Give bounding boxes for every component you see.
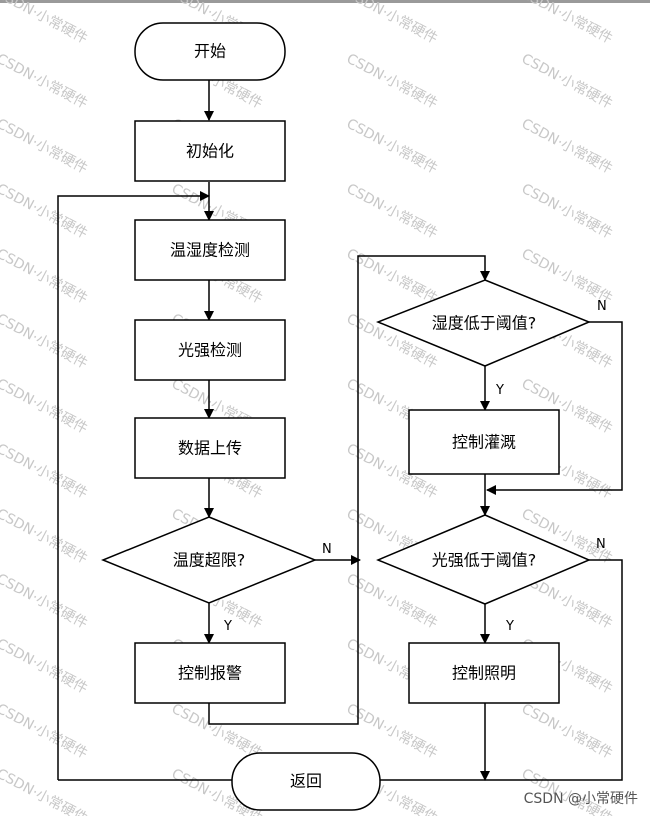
light-check-n-label: N	[596, 537, 606, 552]
light-detect-label: 光强检测	[178, 341, 242, 360]
watermark-text: CSDN·小常硬件	[0, 181, 90, 242]
watermark-text: CSDN·小常硬件	[0, 246, 90, 307]
temp-check-n-label: N	[322, 542, 332, 557]
edge-humiditycheck-n	[486, 321, 623, 495]
irrigate-label: 控制灌溉	[452, 433, 516, 452]
watermark-text: CSDN·小常硬件	[519, 0, 615, 47]
watermark-text: CSDN·小常硬件	[0, 51, 90, 112]
watermark-text: CSDN·小常硬件	[0, 441, 90, 502]
watermark-text: CSDN·小常硬件	[519, 246, 615, 307]
edge-loop-back	[57, 191, 210, 780]
lighting-box	[408, 642, 560, 704]
edges	[57, 80, 623, 781]
temp-check-diamond	[101, 516, 317, 604]
node-irrigate: 控制灌溉	[408, 409, 560, 475]
node-return: 返回	[231, 752, 381, 811]
watermark-text: CSDN·小常硬件	[519, 116, 615, 177]
watermark-text: CSDN·小常硬件	[0, 636, 90, 697]
edge-alarm-humiditycheck	[208, 255, 490, 725]
temp-check-y-label: Y	[223, 619, 232, 634]
edge-lightcheck-n	[380, 559, 623, 781]
watermark-text: CSDN·小常硬件	[0, 571, 90, 632]
light-detect-box	[134, 319, 286, 381]
watermark-text: CSDN·小常硬件	[0, 116, 90, 177]
init-box	[134, 120, 286, 182]
upload-box	[134, 417, 286, 479]
watermark-text: CSDN·小常硬件	[519, 181, 615, 242]
humidity-check-y-label: Y	[495, 383, 504, 398]
watermark-text: CSDN·小常硬件	[344, 181, 440, 242]
init-label: 初始化	[186, 142, 234, 161]
node-humidity-check: 湿度低于阈值?	[375, 279, 591, 367]
watermark-text: CSDN·小常硬件	[344, 116, 440, 177]
node-init: 初始化	[134, 120, 286, 182]
humidity-check-label: 湿度低于阈值?	[432, 314, 537, 333]
watermark-text: CSDN·小常硬件	[344, 51, 440, 112]
node-temp-humidity: 温湿度检测	[134, 219, 286, 281]
upload-label: 数据上传	[178, 439, 242, 458]
node-light-check: 光强低于阈值?	[376, 514, 591, 605]
alarm-box	[134, 642, 286, 704]
watermark-text: CSDN·小常硬件	[0, 766, 90, 816]
light-check-y-label: Y	[505, 619, 514, 634]
node-start: 开始	[134, 22, 286, 81]
alarm-label: 控制报警	[178, 664, 242, 683]
lighting-label: 控制照明	[452, 664, 516, 683]
return-label: 返回	[290, 772, 322, 791]
temp-humidity-label: 温湿度检测	[170, 241, 250, 260]
watermark-text: CSDN·小常硬件	[0, 376, 90, 437]
watermark-text: CSDN·小常硬件	[0, 311, 90, 372]
watermark-text: CSDN·小常硬件	[0, 701, 90, 762]
node-lighting: 控制照明	[408, 642, 560, 704]
temp-humidity-box	[134, 219, 286, 281]
node-alarm: 控制报警	[134, 642, 286, 704]
credit-text: CSDN @小常硬件	[524, 791, 638, 807]
return-terminal	[231, 752, 381, 811]
irrigate-box	[408, 409, 560, 475]
light-check-diamond	[376, 514, 591, 605]
node-temp-check: 温度超限?	[101, 516, 317, 604]
humidity-check-n-label: N	[597, 299, 607, 314]
humidity-check-diamond	[375, 279, 591, 367]
light-check-label: 光强低于阈值?	[432, 551, 537, 570]
node-light-detect: 光强检测	[134, 319, 286, 381]
watermark-text: CSDN·小常硬件	[0, 506, 90, 567]
watermark-text: CSDN·小常硬件	[0, 0, 90, 47]
watermark-text: CSDN·小常硬件	[344, 0, 440, 47]
temp-check-label: 温度超限?	[173, 551, 246, 570]
watermark-text: CSDN·小常硬件	[519, 51, 615, 112]
node-upload: 数据上传	[134, 417, 286, 479]
top-border	[0, 0, 650, 3]
watermark-text: CSDN·小常硬件	[519, 701, 615, 762]
start-terminal	[134, 22, 286, 81]
start-label: 开始	[194, 42, 226, 61]
watermark-text: CSDN·小常硬件	[169, 701, 265, 762]
